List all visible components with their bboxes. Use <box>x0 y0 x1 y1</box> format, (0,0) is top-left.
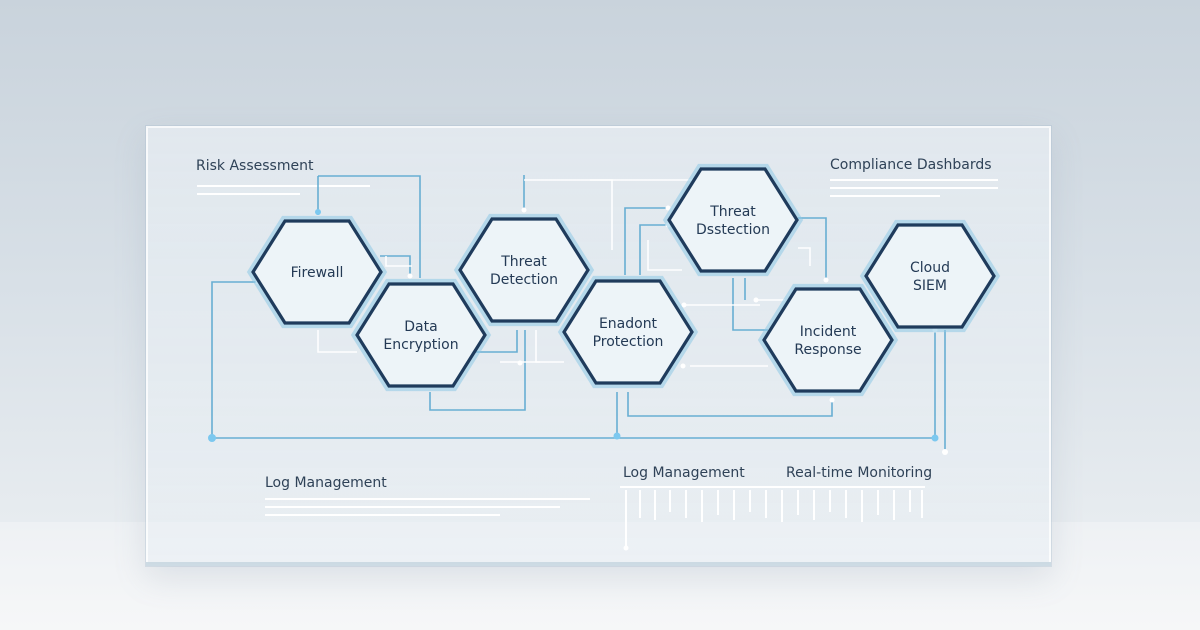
node-label: Incident <box>800 324 857 340</box>
node-label: Detection <box>490 272 558 288</box>
hexagon-shape <box>355 282 487 388</box>
node-label: Data <box>404 319 437 335</box>
node-label: Threat <box>709 204 756 220</box>
label-risk-assessment: Risk Assessment <box>196 158 314 174</box>
monitoring-ticks <box>620 486 925 548</box>
log-management-underlines <box>265 498 590 516</box>
hexagon-shape <box>458 217 590 323</box>
node-glow <box>557 275 699 389</box>
glass-panel-edge <box>146 562 1051 566</box>
label-compliance-dashboards: Compliance Dashbards <box>830 157 992 173</box>
label-log-management-right: Log Management <box>623 465 745 481</box>
node-label: Enadont <box>599 316 658 332</box>
hexagon-shape <box>762 287 894 393</box>
node-label: Response <box>794 342 861 358</box>
node-glow <box>757 283 899 397</box>
hexagon-shape <box>251 219 383 325</box>
node-glow <box>662 163 804 277</box>
node-glow <box>350 278 492 392</box>
risk-assessment-underlines <box>197 185 370 195</box>
hexagon-shape <box>864 223 996 329</box>
hexagon-layer: FirewallDataEncryptionThreatDetectionEna… <box>246 163 1001 397</box>
node-glow <box>453 213 595 327</box>
node-firewall: Firewall <box>246 215 388 329</box>
node-label: Firewall <box>291 265 344 281</box>
hexagon-shape <box>667 167 799 273</box>
node-label: Protection <box>593 334 664 350</box>
node-label: Threat <box>500 254 547 270</box>
compliance-underlines <box>830 179 998 197</box>
label-realtime-monitoring: Real-time Monitoring <box>786 465 933 481</box>
hexagon-shape <box>562 279 694 385</box>
node-label: SIEM <box>913 278 947 294</box>
connectors <box>211 175 946 452</box>
node-label: Cloud <box>910 260 950 276</box>
node-label: Encryption <box>383 337 458 353</box>
label-log-management-left: Log Management <box>265 475 387 491</box>
node-glow <box>246 215 388 329</box>
node-label: Dsstection <box>696 222 770 238</box>
node-glow <box>859 219 1001 333</box>
